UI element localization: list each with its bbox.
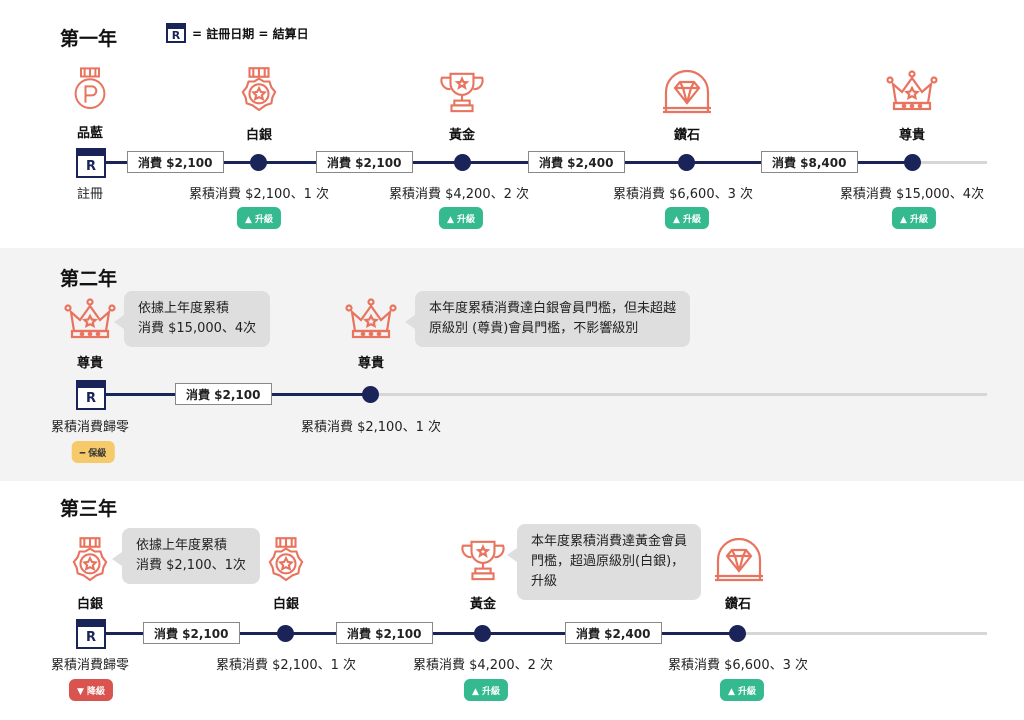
tier-label: 白銀	[272, 597, 300, 612]
start-label: 註冊	[76, 187, 104, 202]
tier-label: 尊貴	[898, 128, 926, 143]
legend-text: = 註冊日期 = 結算日	[192, 26, 309, 41]
total-label: 累積消費 $6,600、3 次	[667, 658, 809, 673]
start-label: 累積消費歸零	[50, 420, 130, 435]
trophy-icon	[437, 70, 487, 114]
milestone-dot	[729, 625, 746, 642]
timeline-line-future	[738, 632, 987, 635]
register-marker: R	[76, 148, 106, 178]
crown-icon	[886, 70, 938, 114]
spend-box: 消費 $2,100	[127, 151, 224, 173]
spend-box: 消費 $2,100	[316, 151, 413, 173]
milestone-dot	[277, 625, 294, 642]
upgrade-badge: ▲ 升級	[463, 679, 509, 701]
upgrade-badge: ▲ 升級	[438, 207, 484, 229]
crown-icon	[345, 298, 397, 342]
tier-label: 尊貴	[357, 356, 385, 371]
total-label: 累積消費 $15,000、4次	[839, 187, 985, 202]
milestone-dot	[474, 625, 491, 642]
diamond-icon	[662, 68, 712, 116]
upgrade-badge: ▲ 升級	[891, 207, 937, 229]
tier-label: 尊貴	[76, 356, 104, 371]
register-marker: R	[76, 380, 106, 410]
keep-badge: ━ 保級	[71, 441, 115, 463]
total-label: 累積消費 $2,100、1 次	[300, 420, 442, 435]
spend-box: 消費 $2,100	[336, 622, 433, 644]
timeline-line-future	[912, 161, 987, 164]
total-label: 累積消費 $4,200、2 次	[388, 187, 530, 202]
tier-label: 黃金	[448, 128, 476, 143]
start-label: 累積消費歸零	[50, 658, 130, 673]
milestone-dot	[454, 154, 471, 171]
downgrade-badge: ▼ 降級	[68, 679, 114, 701]
crown-icon	[64, 298, 116, 342]
total-label: 累積消費 $2,100、1 次	[215, 658, 357, 673]
total-label: 累積消費 $2,100、1 次	[188, 187, 330, 202]
year1-title: 第一年	[60, 28, 118, 50]
tier-label: 鑽石	[673, 128, 701, 143]
info-bubble: 本年度累積消費達黃金會員 門檻，超過原級別(白銀)， 升級	[506, 524, 702, 600]
info-bubble: 依據上年度累積 消費 $15,000、4次	[113, 291, 271, 347]
tier-label: 白銀	[245, 128, 273, 143]
timeline-line	[104, 161, 912, 164]
tier-label: 品藍	[76, 126, 104, 141]
p-medal-icon	[72, 66, 108, 114]
timeline-line-future	[370, 393, 987, 396]
spend-box: 消費 $2,100	[175, 383, 272, 405]
upgrade-badge: ▲ 升級	[236, 207, 282, 229]
year3-title: 第三年	[60, 498, 118, 520]
spend-box: 消費 $2,400	[565, 622, 662, 644]
trophy-icon	[458, 538, 508, 582]
milestone-dot	[678, 154, 695, 171]
year2-title: 第二年	[60, 268, 118, 290]
upgrade-badge: ▲ 升級	[719, 679, 765, 701]
diamond-icon	[714, 536, 764, 584]
star-medal-icon	[71, 536, 109, 586]
register-marker-icon: R	[166, 23, 186, 43]
spend-box: 消費 $2,400	[528, 151, 625, 173]
legend: R = 註冊日期 = 結算日	[166, 23, 309, 43]
tier-label: 黃金	[469, 597, 497, 612]
info-bubble: 依據上年度累積 消費 $2,100、1次	[112, 528, 260, 584]
milestone-dot	[362, 386, 379, 403]
star-medal-icon	[267, 536, 305, 586]
milestone-dot	[250, 154, 267, 171]
spend-box: 消費 $8,400	[761, 151, 858, 173]
register-marker: R	[76, 619, 106, 649]
total-label: 累積消費 $4,200、2 次	[412, 658, 554, 673]
spend-box: 消費 $2,100	[143, 622, 240, 644]
star-medal-icon	[240, 66, 278, 116]
milestone-dot	[904, 154, 921, 171]
year2-section	[0, 248, 1024, 481]
tier-label: 白銀	[76, 597, 104, 612]
info-bubble: 本年度累積消費達白銀會員門檻，但未超越 原級別 (尊貴)會員門檻，不影響級別	[404, 291, 691, 347]
tier-label: 鑽石	[724, 597, 752, 612]
total-label: 累積消費 $6,600、3 次	[612, 187, 754, 202]
upgrade-badge: ▲ 升級	[664, 207, 710, 229]
